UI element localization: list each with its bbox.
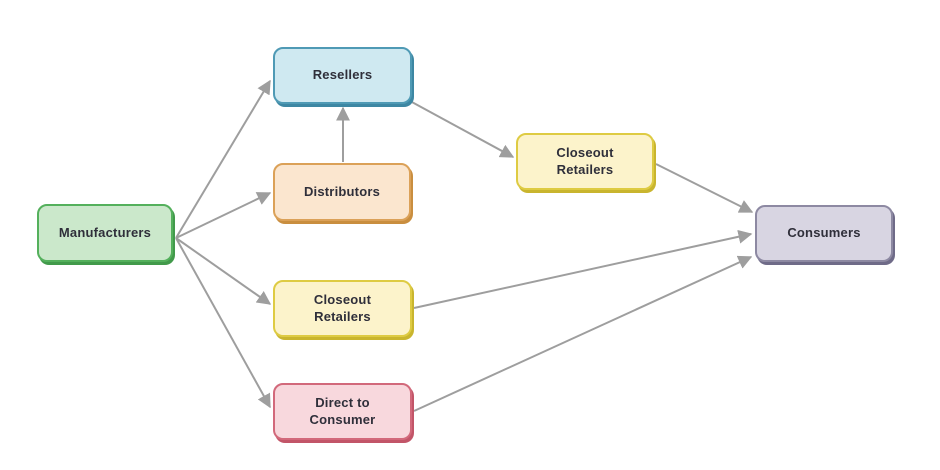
edge-direct-to-consumer-consumers xyxy=(413,255,753,412)
node-direct-to-consumer-label: Direct to Consumer xyxy=(309,394,376,427)
edge-manufacturers-closeout-lower xyxy=(175,237,272,305)
node-distributors-label: Distributors xyxy=(303,183,381,199)
edge-manufacturers-distributors xyxy=(175,192,272,239)
node-resellers-label: Resellers xyxy=(312,67,373,83)
node-closeout-retailers-upper[interactable]: Closeout Retailers xyxy=(516,133,654,190)
node-manufacturers-label: Manufacturers xyxy=(58,224,152,240)
node-closeout-retailers-lower-label: Closeout Retailers xyxy=(313,291,372,324)
edge-manufacturers-direct-to-consumer xyxy=(175,237,271,409)
node-closeout-retailers-upper-label: Closeout Retailers xyxy=(556,144,614,177)
edge-resellers-closeout-upper xyxy=(409,100,515,158)
node-manufacturers[interactable]: Manufacturers xyxy=(37,204,173,262)
node-closeout-retailers-lower[interactable]: Closeout Retailers xyxy=(273,280,412,337)
node-resellers[interactable]: Resellers xyxy=(273,47,412,104)
node-distributors[interactable]: Distributors xyxy=(273,163,411,221)
node-consumers[interactable]: Consumers xyxy=(755,205,893,262)
node-direct-to-consumer[interactable]: Direct to Consumer xyxy=(273,383,412,440)
edge-closeout-lower-consumers xyxy=(413,229,753,309)
edge-manufacturers-resellers xyxy=(175,79,271,239)
edge-closeout-upper-consumers xyxy=(655,163,754,213)
node-consumers-label: Consumers xyxy=(787,225,861,241)
